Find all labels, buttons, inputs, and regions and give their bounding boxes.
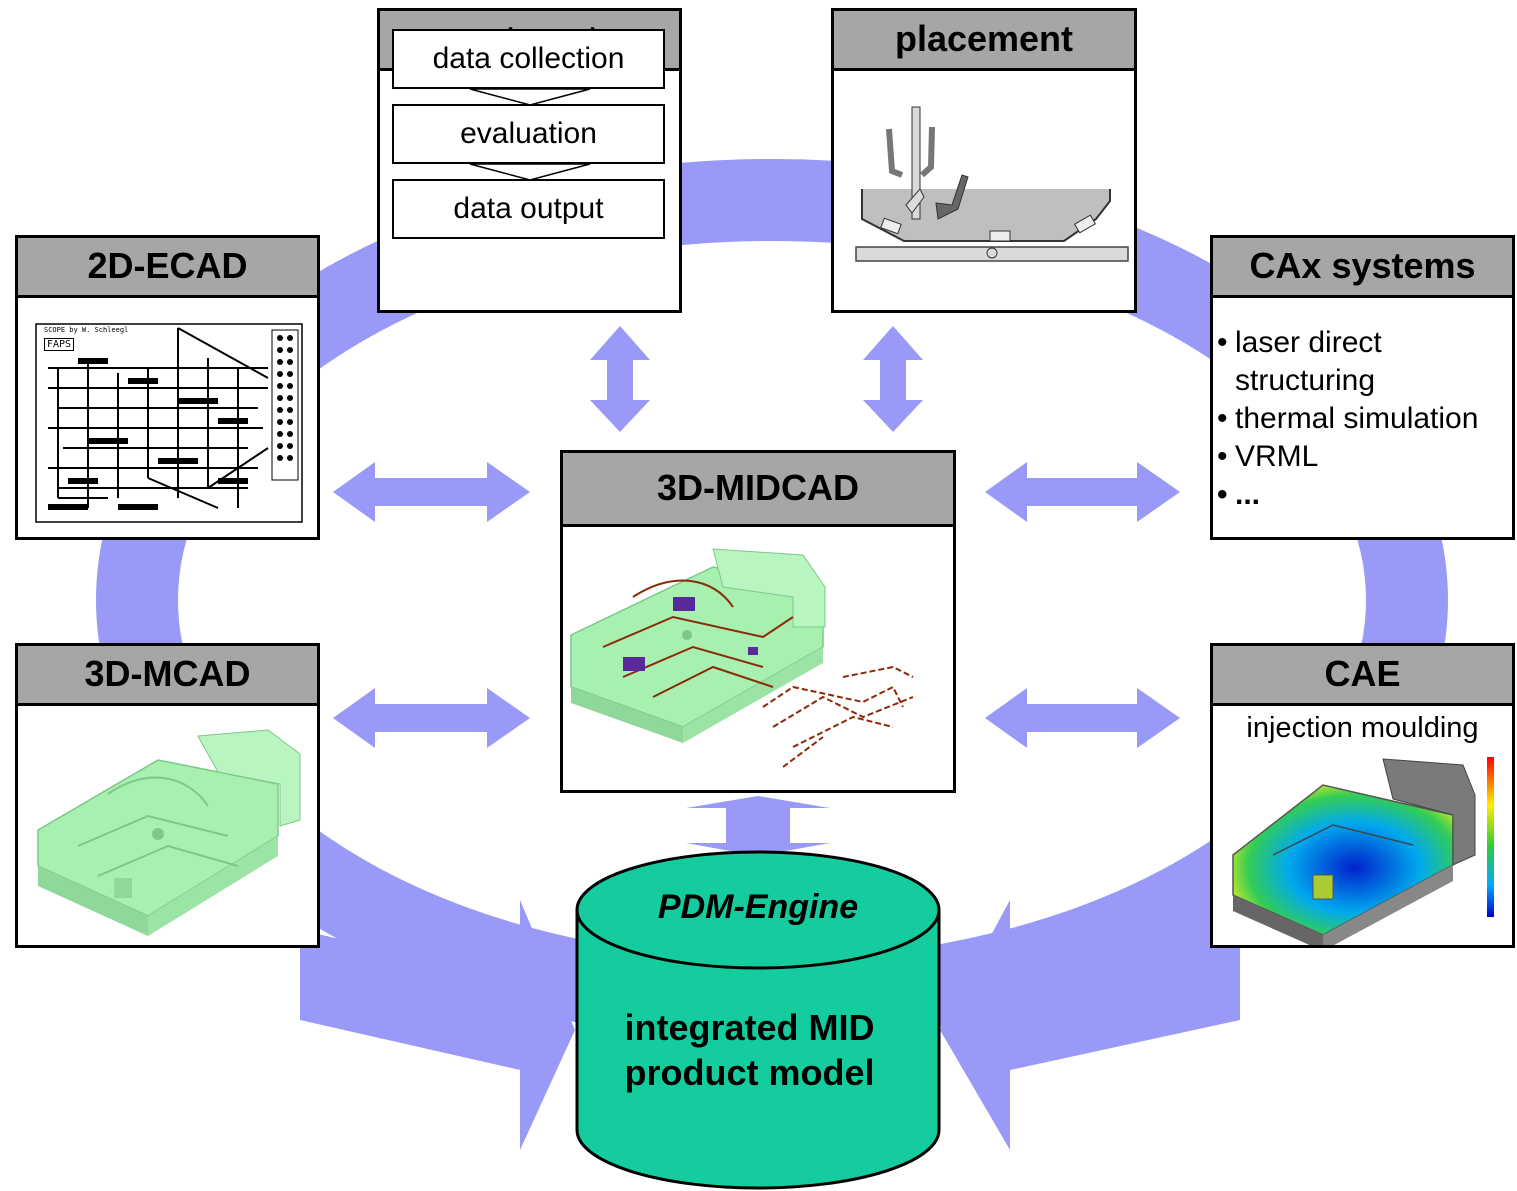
ecad-title: 2D-ECAD xyxy=(18,238,317,298)
midcad-title: 3D-MIDCAD xyxy=(563,453,953,527)
cae-box: CAE injection moulding xyxy=(1210,643,1515,951)
mcad-title: 3D-MCAD xyxy=(18,646,317,706)
midcad-pdm-arrow xyxy=(686,796,830,856)
mcad-model xyxy=(37,729,301,936)
ecad-midcad-arrow xyxy=(333,462,530,522)
cax-list: laser direct structuring thermal simulat… xyxy=(1213,298,1512,514)
pcb-header: SCOPE by W. Schleegl xyxy=(44,326,129,334)
left-inflow-arrow xyxy=(300,900,575,1150)
step-data-collection: data collection xyxy=(392,29,665,89)
pcb-logo: FAPS xyxy=(44,338,75,351)
midcad-model xyxy=(570,548,914,768)
ecad-box: 2D-ECAD SCOPE by W. Schleegl FAPS xyxy=(15,235,320,540)
placement-illustration xyxy=(855,106,1129,262)
mcad-box: 3D-MCAD xyxy=(15,643,320,948)
step-data-output: data output xyxy=(392,179,665,239)
cax-title: CAx systems xyxy=(1213,238,1512,298)
mcad-midcad-arrow xyxy=(333,688,530,748)
midcad-box: 3D-MIDCAD xyxy=(560,450,956,793)
cae-simulation xyxy=(1232,757,1494,951)
midcad-cax-arrow xyxy=(985,462,1180,522)
cax-item-thermal: thermal simulation xyxy=(1217,400,1512,438)
placement-title: placement xyxy=(834,11,1134,71)
cae-title: CAE xyxy=(1213,646,1512,706)
placement-box: placement xyxy=(831,8,1137,313)
placement-midcad-arrow xyxy=(863,326,923,432)
cax-item-vrml: VRML xyxy=(1217,438,1512,476)
expert-system-box: expert system data collection evaluation… xyxy=(377,8,682,313)
pdm-title: PDM-Engine xyxy=(657,888,859,926)
pdm-description: integrated MID product model xyxy=(577,1005,922,1095)
right-inflow-arrow xyxy=(940,900,1240,1150)
expert-midcad-arrow xyxy=(590,326,650,432)
cax-item-more: ... xyxy=(1217,476,1512,514)
step-connectors xyxy=(469,88,591,181)
midcad-cae-arrow xyxy=(985,688,1180,748)
cax-box: CAx systems laser direct structuring the… xyxy=(1210,235,1515,540)
pdm-line-2: product model xyxy=(624,1052,875,1093)
cae-subtitle: injection moulding xyxy=(1246,712,1479,744)
cax-item-laser: laser direct structuring xyxy=(1217,324,1512,400)
pdm-line-1: integrated MID xyxy=(624,1007,875,1048)
pcb-layout xyxy=(35,323,303,523)
